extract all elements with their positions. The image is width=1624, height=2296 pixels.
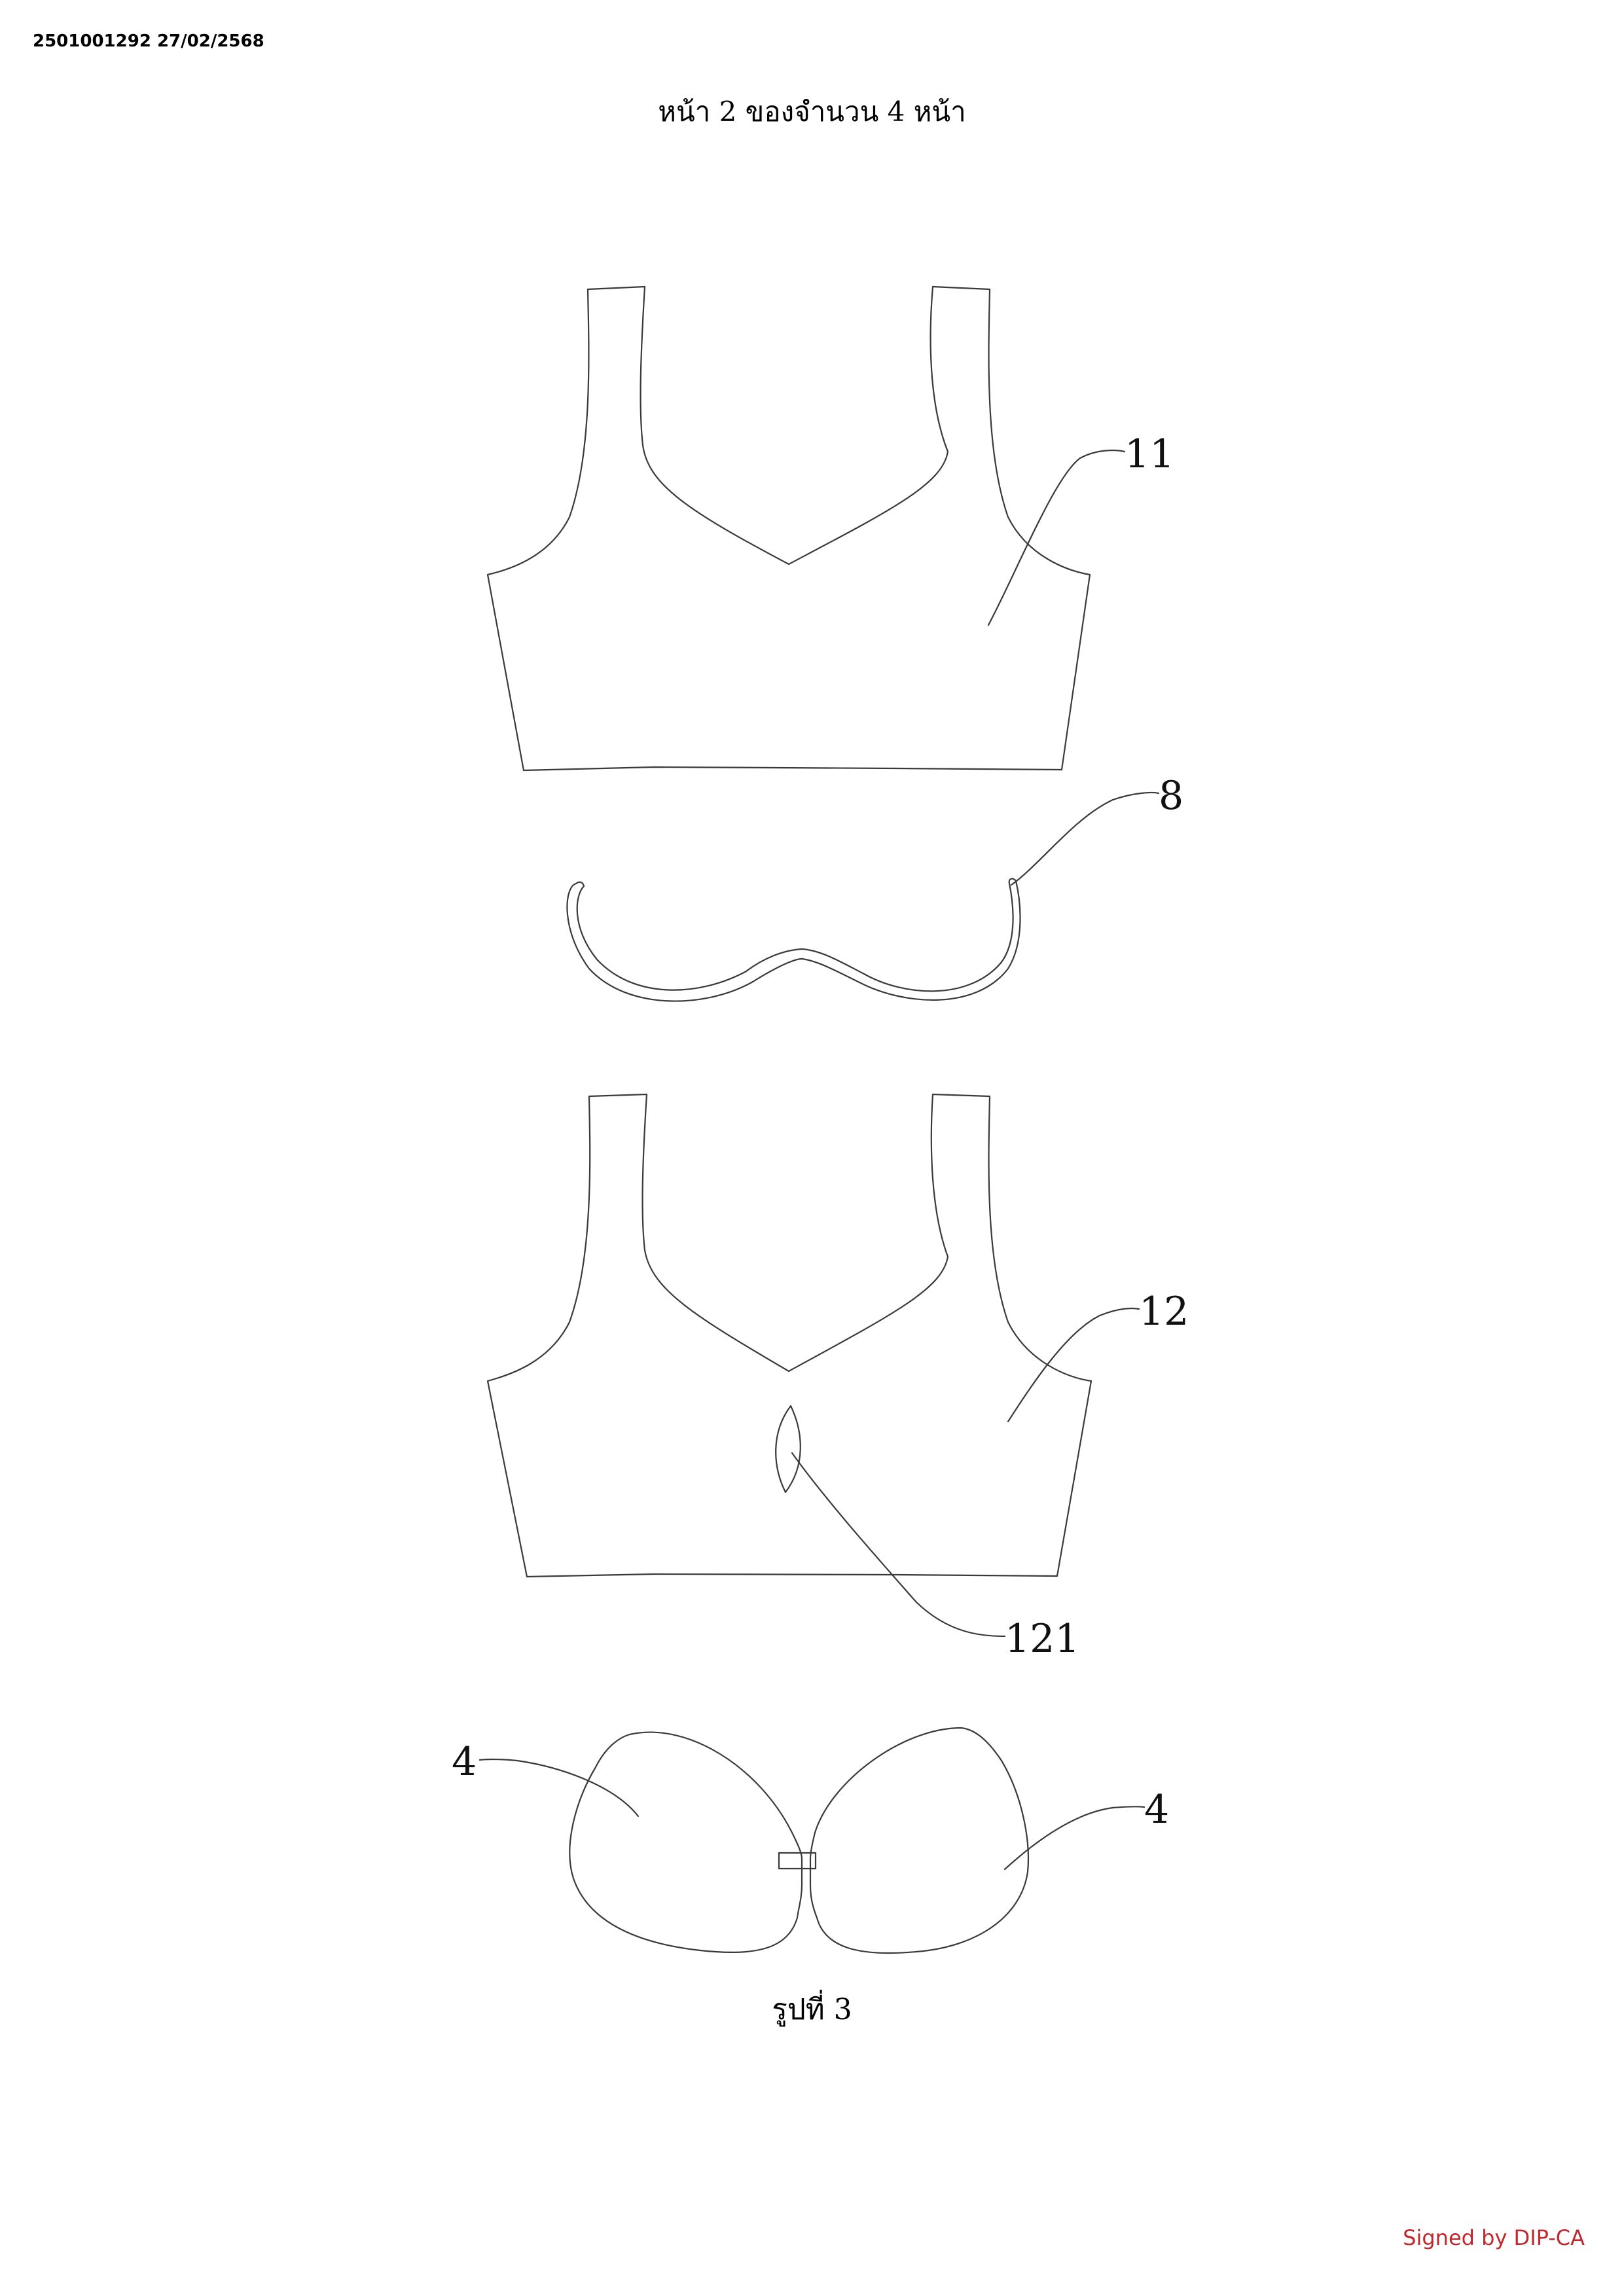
- label-underwire: 8: [1159, 773, 1183, 819]
- cup-connector: [778, 1852, 817, 1870]
- document-id-stamp: 2501001292 27/02/2568: [33, 31, 264, 51]
- label-second-bra: 12: [1139, 1289, 1189, 1335]
- cup-right-outline: [809, 1727, 1030, 1954]
- underwire: 8: [566, 773, 1183, 1002]
- second-bra-outline: [486, 1093, 1092, 1578]
- second-bra-opening: [775, 1405, 801, 1494]
- label-cup-left: 4: [452, 1739, 477, 1785]
- bra-cups: 4 4: [452, 1727, 1169, 1954]
- top-bra-outline: [486, 285, 1091, 772]
- label-cup-right: 4: [1144, 1787, 1169, 1833]
- label-opening: 121: [1005, 1616, 1080, 1662]
- figure-caption: รูปที่ 3: [772, 1993, 852, 2026]
- cup-left-leader-line: [478, 1758, 640, 1818]
- label-top-bra: 11: [1125, 431, 1174, 477]
- cup-right-leader-line: [1003, 1806, 1146, 1871]
- top-bra-garment: 11: [486, 285, 1174, 772]
- underwire-outline: [566, 878, 1021, 1002]
- second-bra-garment: 12 121: [486, 1093, 1189, 1662]
- page-header: หน้า 2 ของจำนวน 4 หน้า: [658, 96, 966, 128]
- second-bra-leader-line: [1007, 1307, 1140, 1423]
- digital-signature: Signed by DIP-CA: [1403, 2225, 1585, 2250]
- opening-leader-line: [791, 1452, 1006, 1638]
- top-bra-leader-line: [987, 449, 1126, 626]
- underwire-leader-line: [1010, 791, 1160, 886]
- cup-left-outline: [569, 1731, 803, 1954]
